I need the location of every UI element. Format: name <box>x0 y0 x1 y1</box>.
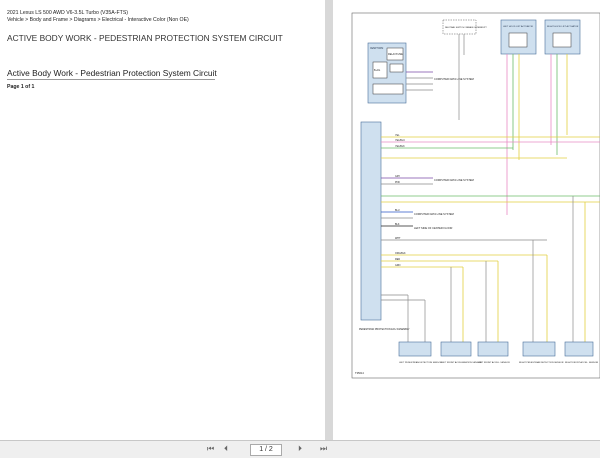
sensor-box-2 <box>440 341 472 357</box>
section-title: Active Body Work - Pedestrian Protection… <box>7 68 217 78</box>
document-page-1: 2021 Lexus LS 500 AWD V6-3.5L Turbo (V35… <box>0 0 325 440</box>
wire-label-gry: GRY <box>395 175 401 178</box>
wire-label-grn: GRN <box>395 264 401 267</box>
pdf-viewer-toolbar: ⏮ ⏴ 1 / 2 ⏵ ⏭ <box>0 440 600 458</box>
next-page-icon[interactable]: ⏵ <box>298 444 302 453</box>
page-heading: ACTIVE BODY WORK - PEDESTRIAN PROTECTION… <box>7 33 283 43</box>
sensor-label-4: RIGHT PEDESTRIAN DETECTION SENSOR <box>519 361 564 364</box>
right-hood-actuator-label: RIGHT HOOD LIFT ACTUATOR <box>547 25 579 28</box>
wire-label-red: RED <box>395 258 400 261</box>
sensor-box-4 <box>522 341 556 357</box>
wire-label-org-blk: ORG/BLK <box>395 252 406 255</box>
vehicle-title: 2021 Lexus LS 500 AWD V6-3.5L Turbo (V35… <box>7 10 129 16</box>
ground-note: LEFT SIDE OF CENTER FLOOR <box>414 226 453 230</box>
wire-label-yel-blk: YEL/BLK <box>395 145 405 148</box>
neutral-switch-label: NEUTRAL SWITCH / BRAKE INTERRUPT <box>445 26 487 29</box>
wire-label-yel-blu: YEL/BLU <box>395 139 405 142</box>
sensor-label-1: LEFT PEDESTRIAN DETECTION SENSOR <box>399 361 442 364</box>
data-line-note-1: COMPUTER DATA LINE SYSTEM <box>434 77 474 81</box>
relay-contact-box <box>372 83 404 95</box>
wire-label-pnk: PNK <box>395 181 400 184</box>
data-line-note-2: COMPUTER DATA LINE SYSTEM <box>434 178 474 182</box>
relay-coil-box <box>389 63 404 73</box>
document-page-2: IGNITION RELAY/FUSE B+/IG COMPUTER DATA … <box>333 0 600 440</box>
prev-page-icon[interactable]: ⏴ <box>224 444 228 453</box>
wire-label-wht: WHT <box>395 237 401 240</box>
pedestrian-ecu-block <box>360 121 382 321</box>
first-page-icon[interactable]: ⏮ <box>207 444 215 453</box>
sensor-box-1 <box>398 341 432 357</box>
sensor-label-3: LEFT FRONT ACCEL. SENSOR <box>478 361 510 364</box>
wiring-diagram: IGNITION RELAY/FUSE B+/IG COMPUTER DATA … <box>351 12 600 379</box>
page-info: Page 1 of 1 <box>7 84 35 90</box>
relay-label: RELAY/FUSE <box>388 53 403 56</box>
left-hood-actuator-label: LEFT HOOD LIFT ACTUATOR <box>503 25 533 28</box>
relay-block-label: IGNITION <box>370 46 383 50</box>
page-number-field[interactable]: 1 / 2 <box>250 444 282 456</box>
wire-label-blk: BLK <box>395 223 400 226</box>
sensor-label-5: RIGHT FRONT ACCEL. SENSOR <box>565 361 599 364</box>
relay-box <box>386 47 404 61</box>
section-divider <box>7 79 215 80</box>
diagram-frame <box>351 12 600 379</box>
wire-label-blu: BLU <box>395 209 400 212</box>
data-line-note-3: COMPUTER DATA LINE SYSTEM <box>414 212 454 216</box>
last-page-icon[interactable]: ⏭ <box>320 444 328 453</box>
fuse-box <box>372 61 388 79</box>
wire-label-yel: YEL <box>395 134 400 137</box>
sensor-label-2: LEFT FRONT ACCELERATION SENSOR <box>441 361 482 364</box>
diagram-footer-tag: T35614 <box>355 371 364 375</box>
neutral-switch-box <box>442 19 477 35</box>
fuse-label: B+/IG <box>374 69 380 72</box>
sensor-box-5 <box>564 341 594 357</box>
ecu-label: PEDESTRIAN PROTECTION ECU ASSEMBLY <box>359 328 410 331</box>
sensor-box-3 <box>477 341 509 357</box>
breadcrumb: Vehicle > Body and Frame > Diagrams > El… <box>7 17 189 23</box>
